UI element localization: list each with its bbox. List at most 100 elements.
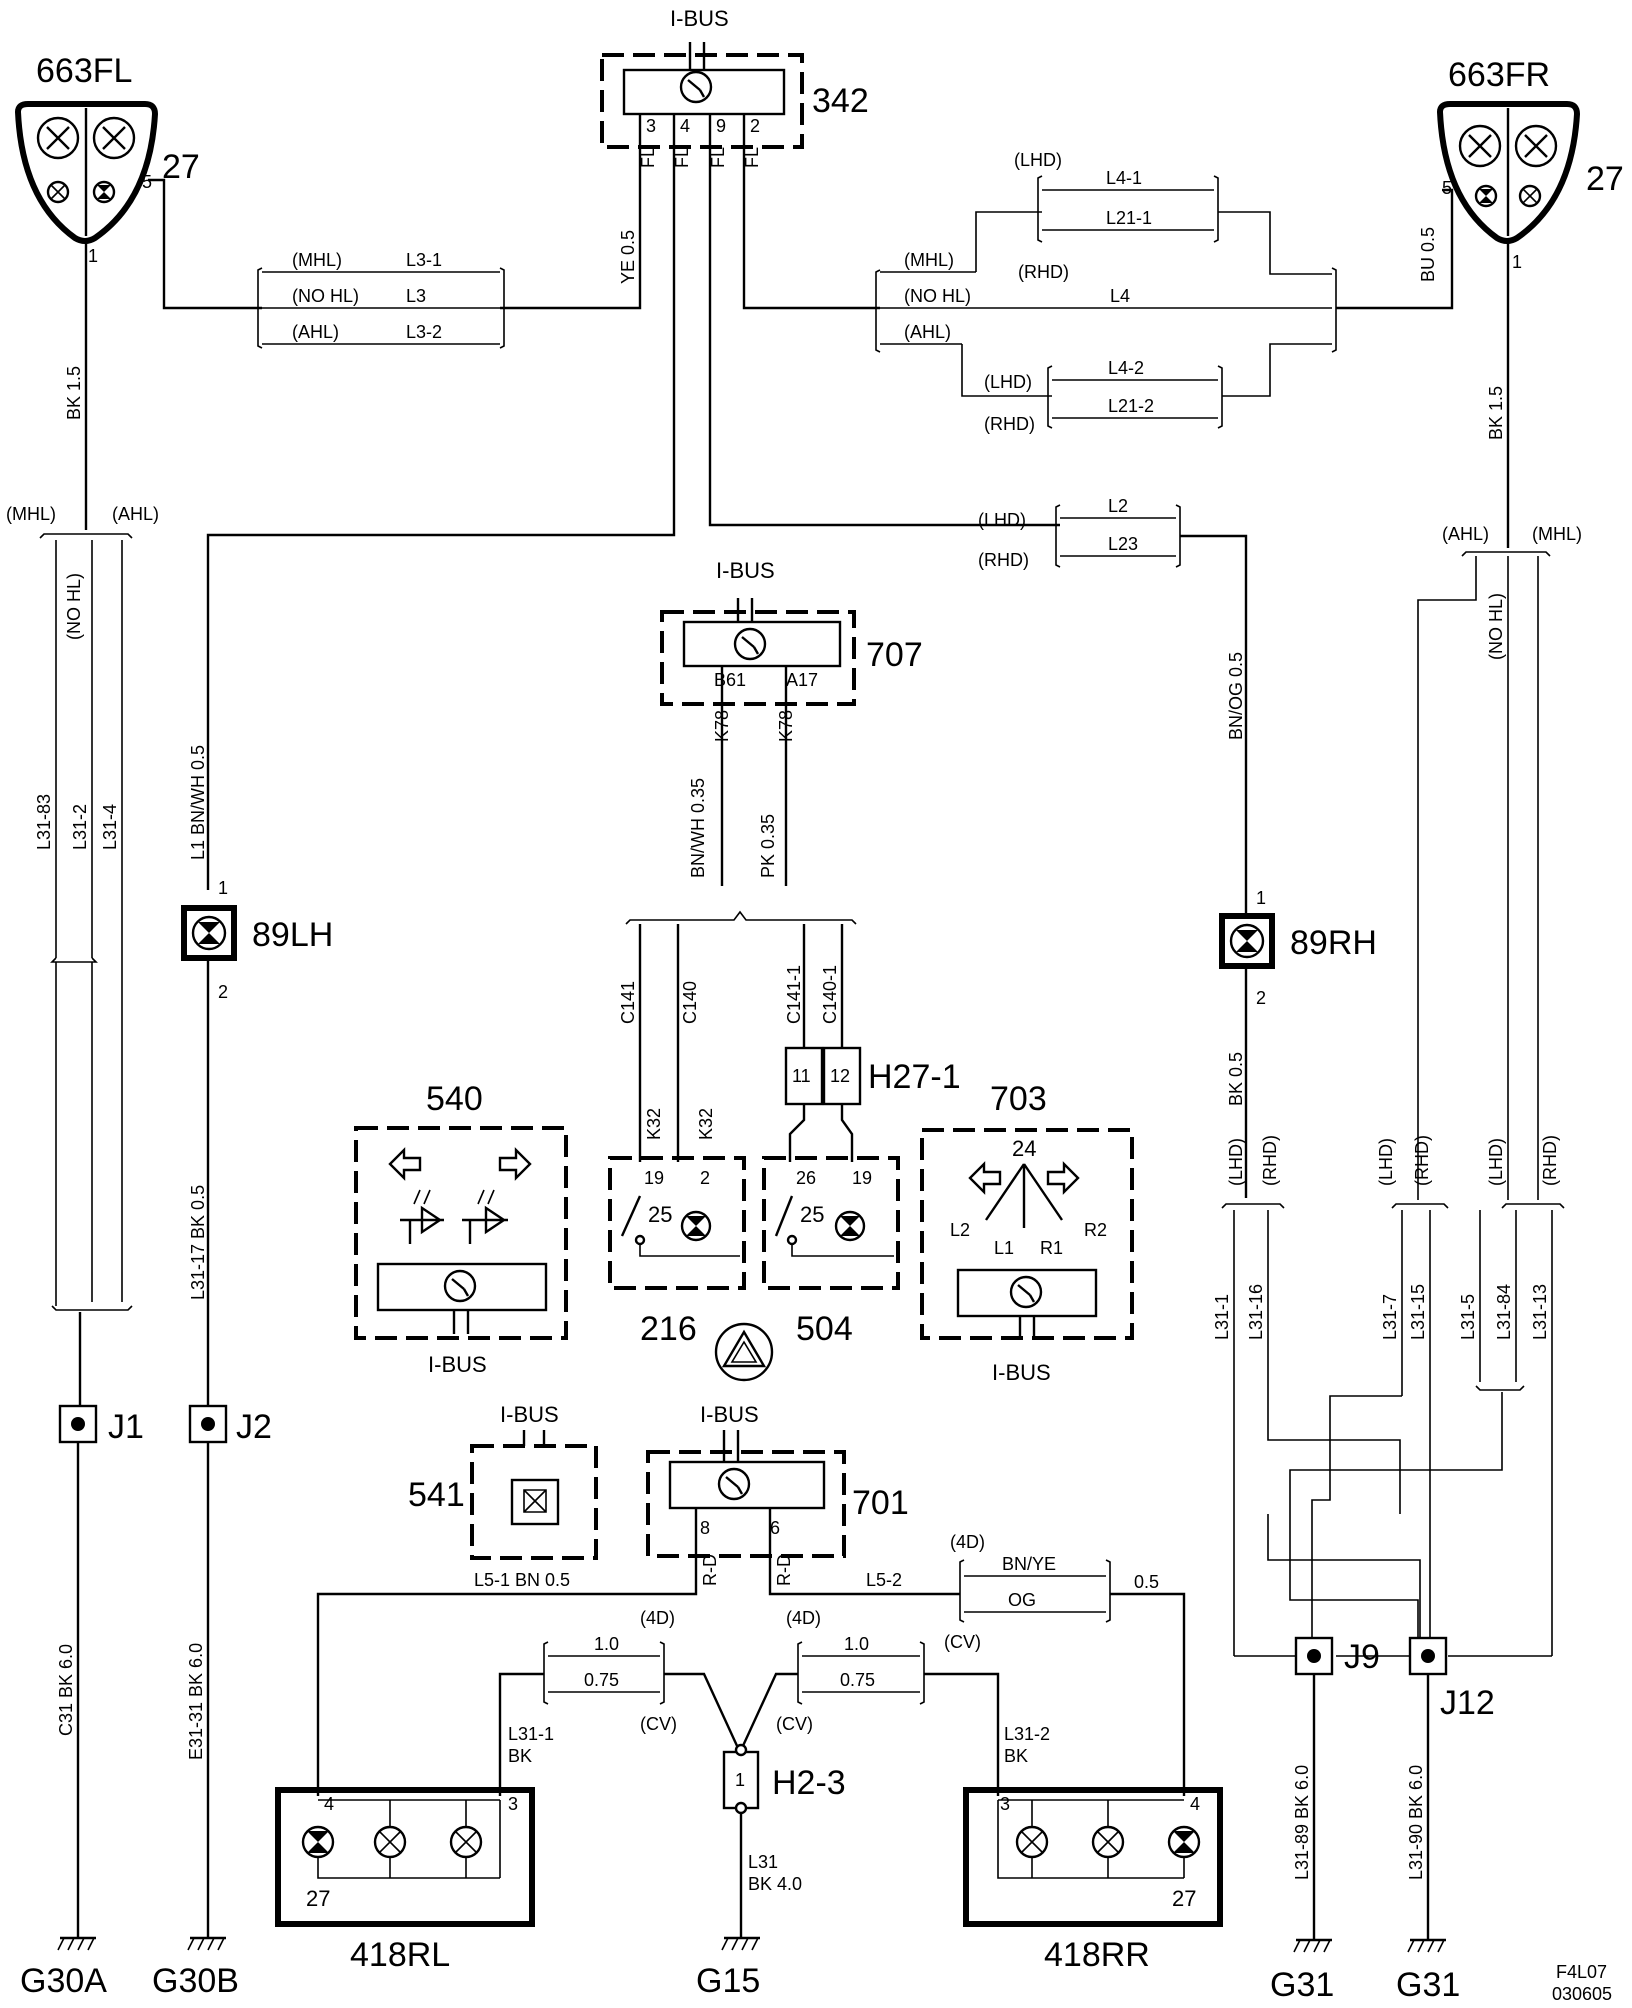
ref-code-1: F4L07: [1556, 1962, 1607, 1982]
var-ahl-l3: (AHL): [292, 322, 339, 342]
pin-342-4: 4: [680, 116, 690, 136]
var-4d-left: (4D): [640, 1608, 675, 1628]
wire-bn-wh-035: BN/WH 0.35: [688, 778, 708, 878]
pin-504-19: 19: [852, 1168, 872, 1188]
lamp-418rr: [963, 1787, 1223, 1927]
connector-h27-pin11: [784, 1046, 824, 1106]
module-701-body: [668, 1460, 826, 1510]
wire-c31: C31 BK 6.0: [56, 1644, 76, 1736]
label-418rr: 418RR: [1044, 1936, 1150, 1974]
label-89lh: 89LH: [252, 916, 333, 954]
var-mhl-left: (MHL): [6, 504, 56, 524]
wire-l3-1: L3-1: [406, 250, 442, 270]
arrow-left-icon: [968, 1161, 1002, 1195]
module-540-box: [354, 1126, 568, 1340]
wire-10-right: 1.0: [844, 1634, 869, 1654]
wire-c140: C140: [680, 981, 700, 1024]
pin-418rr-3: 3: [1000, 1794, 1010, 1814]
wire-bk-b: BK: [1004, 1746, 1028, 1766]
var-mhl-l3: (MHL): [292, 250, 342, 270]
headlamp-663fl: [14, 101, 159, 244]
fl-4: FL: [742, 147, 762, 168]
ground-g30a-icon: [57, 1936, 96, 1951]
ibus-540: I-BUS: [428, 1352, 487, 1377]
led-right-icon: [462, 1205, 508, 1244]
wire-l31-16: L31-16: [1246, 1284, 1266, 1340]
wire-c141: C141: [618, 981, 638, 1024]
wire-l21-2: L21-2: [1108, 396, 1154, 416]
lamp-89rh: [1219, 913, 1275, 969]
wire-l21-1: L21-1: [1106, 208, 1152, 228]
wire-l31-2-bk: L31-2: [1004, 1724, 1050, 1744]
arrow-right-icon: [1046, 1161, 1080, 1195]
ibus-342: I-BUS: [670, 6, 729, 31]
pin-a17: A17: [786, 670, 818, 690]
wire-c141-1: C141-1: [784, 965, 804, 1024]
pin-b61: B61: [714, 670, 746, 690]
var-lhd-mid: (LHD): [1376, 1138, 1396, 1186]
var-lhd-89rh: (LHD): [1226, 1138, 1246, 1186]
ground-g15-icon: [721, 1936, 760, 1951]
label-27-left: 27: [162, 148, 200, 186]
pin-216-19: 19: [644, 1168, 664, 1188]
var-nohl-l4: (NO HL): [904, 286, 971, 306]
wire-l31-83: L31-83: [34, 794, 54, 850]
label-j1: J1: [108, 1408, 144, 1446]
wire-10-left: 1.0: [594, 1634, 619, 1654]
wire-l31-7: L31-7: [1380, 1294, 1400, 1340]
lamp-418rl: [275, 1787, 535, 1927]
pin-703-l1: L1: [994, 1238, 1014, 1258]
wire-l31-1-bk: L31-1: [508, 1724, 554, 1744]
pin-703-r2: R2: [1084, 1220, 1107, 1240]
arrow-right-icon: [498, 1147, 532, 1181]
var-cv-right-top: (CV): [944, 1632, 981, 1652]
ibus-701: I-BUS: [700, 1402, 759, 1427]
var-lhd-1: (LHD): [1014, 150, 1062, 170]
module-504-box: [762, 1156, 900, 1290]
wire-075-left: 0.75: [584, 1670, 619, 1690]
var-ahl-right: (AHL): [1442, 524, 1489, 544]
var-rhd-2: (RHD): [984, 414, 1035, 434]
label-j12: J12: [1440, 1684, 1495, 1722]
wire-bu-05: BU 0.5: [1418, 227, 1438, 282]
wire-l5-1: L5-1 BN 0.5: [474, 1570, 570, 1590]
pin-216-25: 25: [648, 1202, 672, 1227]
wire-l4-1: L4-1: [1106, 168, 1142, 188]
wire-l23: L23: [1108, 534, 1138, 554]
wire-l31-5: L31-5: [1458, 1294, 1478, 1340]
pin-5-left: 5: [142, 172, 152, 192]
var-rhd-89rh: (RHD): [1260, 1135, 1280, 1186]
pin-418rl-4: 4: [324, 1794, 334, 1814]
pin-342-9: 9: [716, 116, 726, 136]
wire-og: OG: [1008, 1590, 1036, 1610]
wire-l31-2: L31-2: [70, 804, 90, 850]
var-nohl-left: (NO HL): [64, 573, 84, 640]
module-707-body: [682, 620, 842, 668]
pin-703-r1: R1: [1040, 1238, 1063, 1258]
label-g31-b: G31: [1396, 1966, 1460, 2004]
wire-l31-13: L31-13: [1530, 1284, 1550, 1340]
pin-418rl-27: 27: [306, 1886, 330, 1911]
ibus-707: I-BUS: [716, 558, 775, 583]
var-4d-l52: (4D): [950, 1532, 985, 1552]
pin-1-left: 1: [88, 246, 98, 266]
pin-89lh-2: 2: [218, 982, 228, 1002]
wire-bn-ye: BN/YE: [1002, 1554, 1056, 1574]
pin-342-2: 2: [750, 116, 760, 136]
pin-703-24: 24: [1012, 1136, 1036, 1161]
label-j9: J9: [1344, 1638, 1380, 1676]
label-h27-1: H27-1: [868, 1058, 961, 1096]
var-rhd-mid: (RHD): [1412, 1135, 1432, 1186]
wire-bk-a: BK: [508, 1746, 532, 1766]
module-216-box: [608, 1156, 746, 1290]
wire-c140-1: C140-1: [820, 965, 840, 1024]
wire-bk-05-89rh: BK 0.5: [1226, 1052, 1246, 1106]
label-663fl: 663FL: [36, 52, 132, 90]
var-nohl-right: (NO HL): [1486, 593, 1506, 660]
pin-216-2: 2: [700, 1168, 710, 1188]
wire-bk-15-right: BK 1.5: [1486, 386, 1506, 440]
wire-l31: L31: [748, 1852, 778, 1872]
label-707: 707: [866, 636, 923, 674]
fl-3: FL: [708, 147, 728, 168]
pin-h27-11: 11: [792, 1066, 811, 1086]
